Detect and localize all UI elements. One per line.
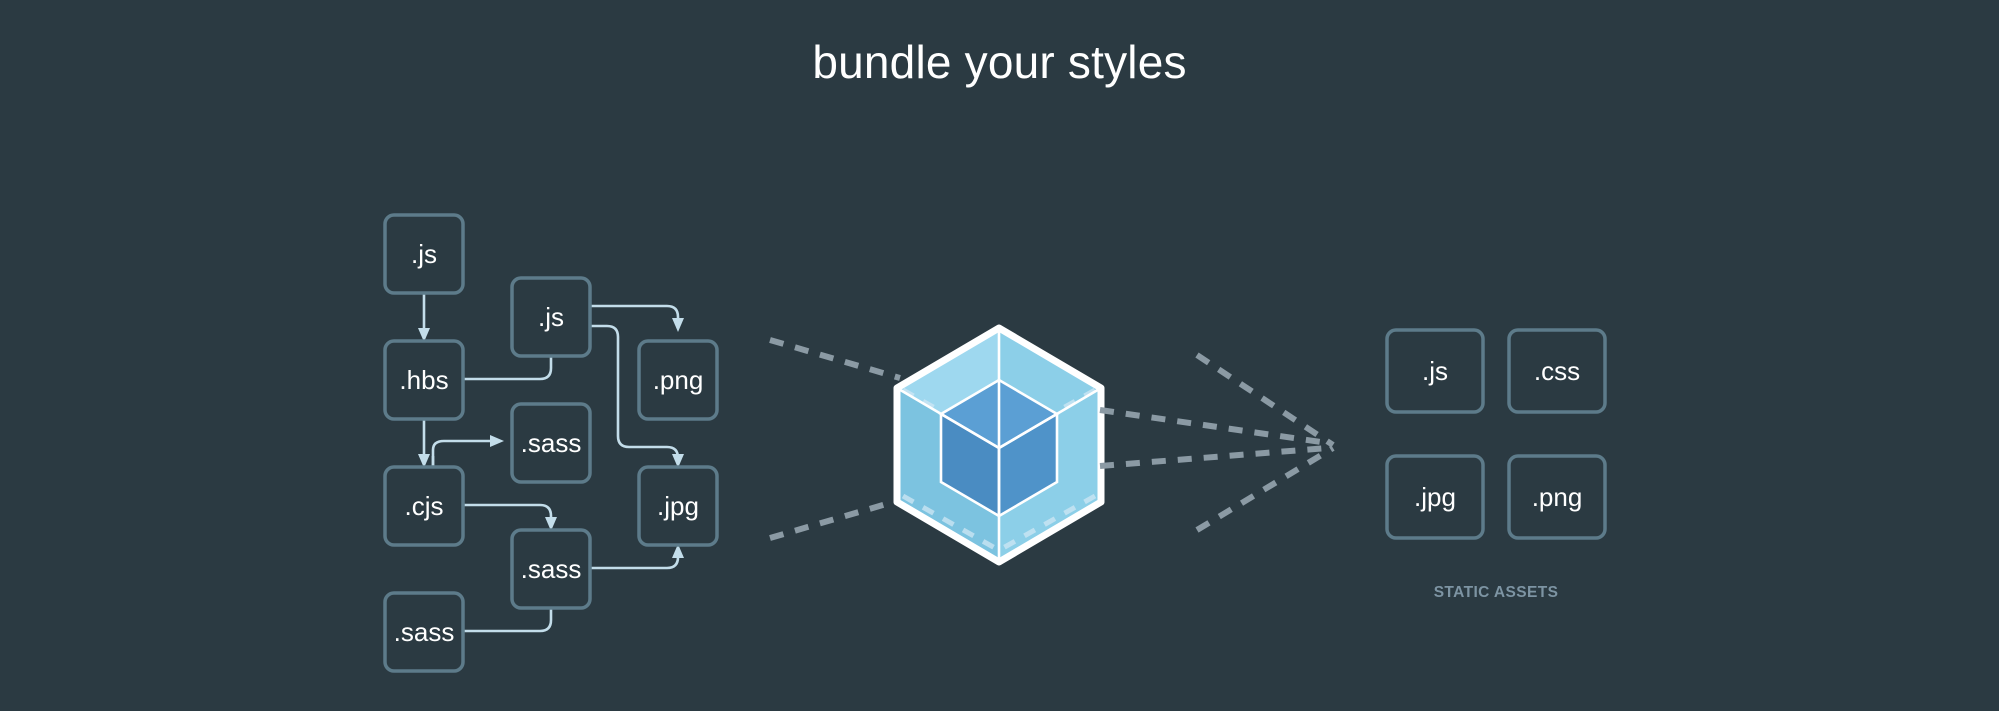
static-assets-group: .js .css .jpg .png [1385,328,1607,540]
node-box[interactable] [637,465,719,547]
node-box[interactable] [1507,328,1607,414]
node-box[interactable] [637,339,719,421]
node-box[interactable] [383,465,465,547]
source-node-png-1[interactable]: .png [637,339,719,421]
connector-js2-jpg1 [590,324,680,459]
input-dashed-line-top [769,337,901,381]
output-dashed-line-2 [1099,445,1329,469]
node-box[interactable] [1507,454,1607,540]
node-box[interactable] [510,402,592,484]
arrowhead-sass3-jpg1 [672,544,684,558]
output-dashed-line-3 [1195,352,1335,448]
webpack-cube-icon [893,324,1105,566]
cube-outer-inner-edges [896,328,1102,562]
connector-cjs1-sass2 [431,439,494,466]
input-dashed-line-bottom [769,497,901,541]
node-label: .jpg [657,491,699,521]
connector-cjs1-sass3 [463,503,553,521]
input-dashed-lines [769,337,901,541]
arrowhead-hbs1-cjs1 [418,454,430,468]
cube-dash-lower-right [1001,493,1097,551]
output-dashed-line-1 [1099,407,1329,446]
connector-sass3-jpg1 [590,554,680,570]
arrowhead-js2-png1 [672,318,684,332]
source-node-js-1[interactable]: .js [383,213,465,295]
output-dashed-arrow [1099,352,1335,533]
node-label: .css [1534,356,1580,386]
output-node-css[interactable]: .css [1507,328,1607,414]
source-node-cjs-1[interactable]: .cjs [383,465,465,547]
arrowhead-cjs1-sass3 [545,517,557,531]
node-label: .png [1532,482,1583,512]
node-label: .js [411,239,437,269]
source-node-sass-2[interactable]: .sass [510,402,592,484]
static-assets-label: STATIC ASSETS [1433,584,1559,601]
source-node-jpg-1[interactable]: .jpg [637,465,719,547]
cube-dash-lower-left [901,493,997,551]
node-label: .cjs [405,491,444,521]
node-label: .sass [521,554,582,584]
node-box[interactable] [383,213,465,295]
source-module-graph: .js .hbs .cjs .sass .js .sass [383,213,719,673]
source-node-hbs-1[interactable]: .hbs [383,339,465,421]
connector-hbs1-js2 [463,336,553,381]
source-node-js-2[interactable]: .js [510,276,592,358]
node-box[interactable] [383,339,465,421]
arrowhead-js1-hbs1 [418,328,430,342]
output-node-png[interactable]: .png [1507,454,1607,540]
connector-js2-png1 [590,304,680,322]
source-node-sass-1[interactable]: .sass [383,591,465,673]
node-label: .js [1422,356,1448,386]
node-box[interactable] [510,276,592,358]
node-box[interactable] [383,591,465,673]
arrowhead-cjs1-sass2 [490,435,504,447]
node-label: .js [538,302,564,332]
node-box[interactable] [1385,454,1485,540]
output-node-js[interactable]: .js [1385,328,1485,414]
page-title: bundle your styles [812,36,1187,88]
node-label: .jpg [1414,482,1456,512]
output-dashed-line-4 [1195,445,1335,533]
node-label: .sass [521,428,582,458]
output-node-jpg[interactable]: .jpg [1385,454,1485,540]
node-box[interactable] [510,528,592,610]
source-node-sass-3[interactable]: .sass [510,528,592,610]
node-label: .sass [394,617,455,647]
node-box[interactable] [1385,328,1485,414]
node-label: .png [653,365,704,395]
connector-sass1-sass3 [463,588,553,633]
node-label: .hbs [399,365,448,395]
arrowhead-js2-jpg1 [672,454,684,468]
